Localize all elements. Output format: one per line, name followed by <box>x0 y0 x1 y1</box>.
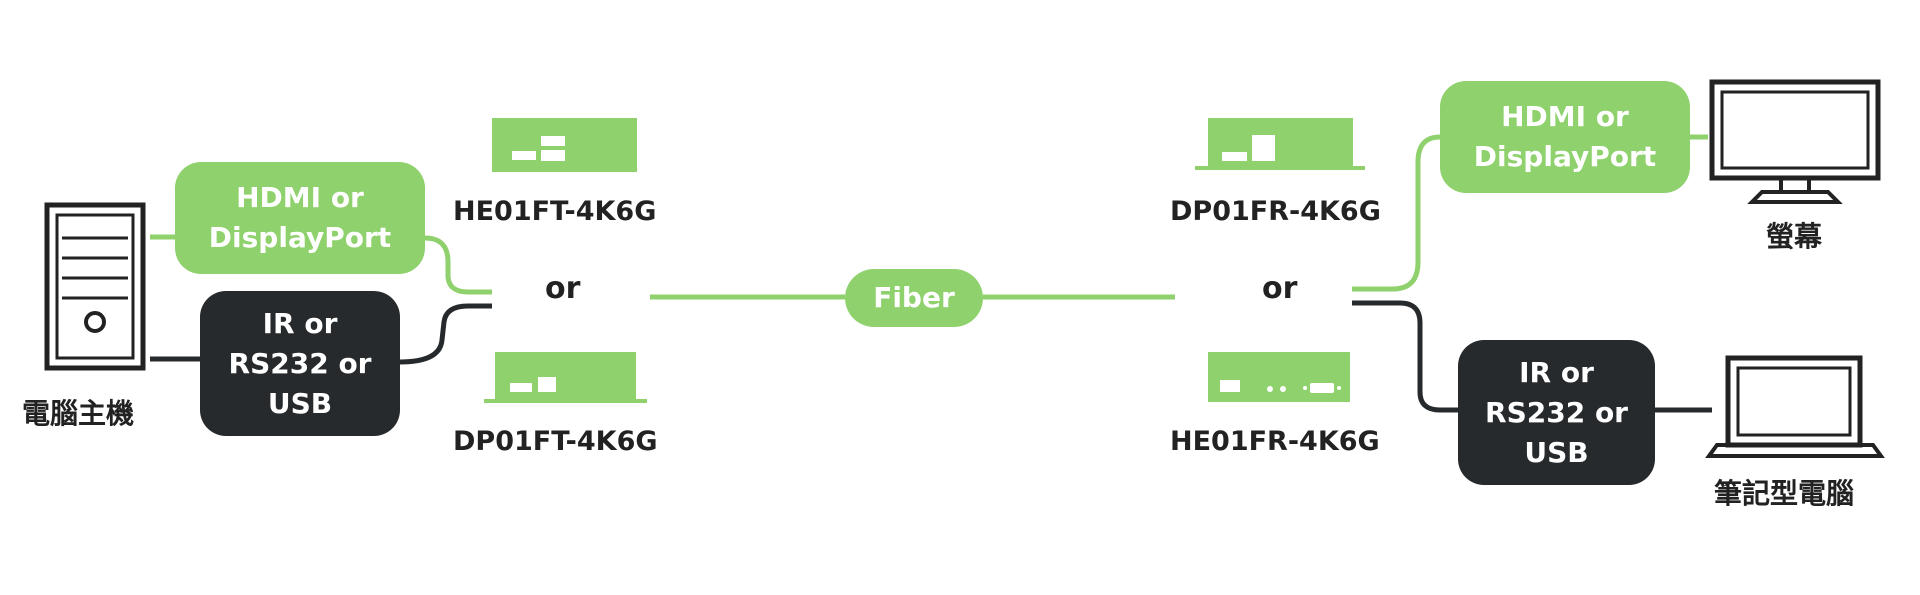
laptop-icon <box>1705 355 1885 458</box>
monitor-video-connection-badge: HDMI or DisplayPort <box>1440 81 1690 193</box>
laptop-control-connection-badge: IR or RS232 or USB <box>1458 340 1655 485</box>
receiver-to-control-line <box>1352 300 1458 413</box>
transmitter-top-model-label: HE01FT-4K6G <box>453 196 657 227</box>
receiver-or-label: or <box>1262 271 1298 306</box>
laptop-label: 筆記型電腦 <box>1714 477 1855 510</box>
receiver-to-hdmi-line <box>1352 134 1441 292</box>
computer-tower-icon <box>44 202 146 371</box>
receiver-top-model-label: DP01FR-4K6G <box>1170 196 1381 227</box>
receiver-bottom-model-label: HE01FR-4K6G <box>1170 426 1380 457</box>
computer-label: 電腦主機 <box>22 397 135 430</box>
transmitter-or-label: or <box>545 271 581 306</box>
monitor-label: 螢幕 <box>1766 220 1823 253</box>
receiver-hdmi-device-icon <box>1208 352 1350 402</box>
control-to-transmitter-line <box>399 303 492 365</box>
transmitter-dp-device-icon <box>484 352 647 403</box>
receiver-dp-device-icon <box>1195 118 1365 170</box>
fiber-link-badge: Fiber <box>845 269 983 327</box>
transmitter-hdmi-device-icon <box>492 118 637 172</box>
hdmi-to-transmitter-line <box>424 235 492 295</box>
pc-video-connection-badge: HDMI or DisplayPort <box>175 162 425 274</box>
pc-control-connection-badge: IR or RS232 or USB <box>200 291 400 436</box>
transmitter-bottom-model-label: DP01FT-4K6G <box>453 426 658 457</box>
monitor-icon <box>1709 79 1881 204</box>
